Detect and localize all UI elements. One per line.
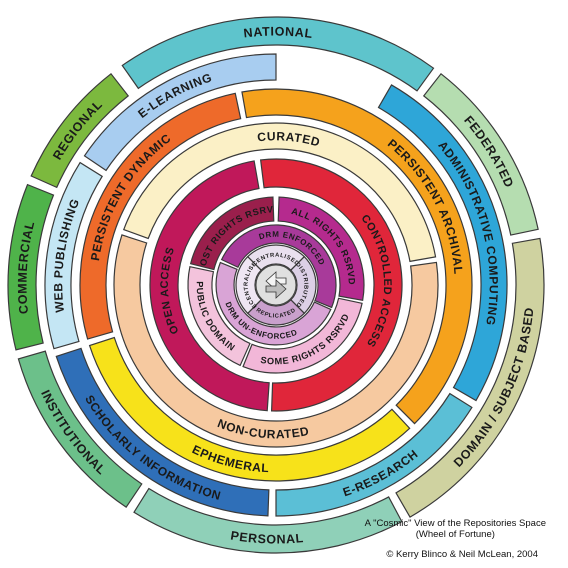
segment-decentralised bbox=[235, 255, 262, 315]
segment-some-rights-rsrvd bbox=[242, 297, 363, 374]
segment-institutional bbox=[17, 350, 143, 509]
segment-e-research bbox=[275, 392, 473, 517]
segment-open-access bbox=[149, 160, 270, 412]
segment-scholarly-information bbox=[55, 347, 270, 517]
segment-ephemeral bbox=[88, 336, 411, 482]
caption-copyright: © Kerry Blinco & Neil McLean, 2004 bbox=[386, 549, 538, 560]
segment-regional bbox=[30, 72, 130, 189]
segment-controlled-access bbox=[259, 158, 403, 412]
segment-national bbox=[121, 16, 435, 92]
label-personal: PERSONAL bbox=[230, 529, 305, 547]
segment-administrative-computing bbox=[377, 84, 508, 402]
caption-title-line2: (Wheel of Fortune) bbox=[415, 529, 495, 540]
caption-title-line1: A "Cosmic" View of the Repositories Spac… bbox=[364, 518, 546, 529]
segment-personal bbox=[133, 487, 403, 554]
segment-curated bbox=[123, 122, 437, 263]
segment-persistent-archival bbox=[241, 88, 473, 425]
segment-commercial bbox=[7, 183, 55, 351]
caption-title: A "Cosmic" View of the Repositories Spac… bbox=[365, 518, 546, 540]
segment-web-publishing bbox=[44, 161, 103, 350]
segment-all-rights-rsrvd bbox=[277, 196, 365, 301]
segment-drm-un-enforced bbox=[215, 261, 332, 346]
segment-drm-enforced bbox=[220, 224, 337, 309]
segment-non-curated bbox=[113, 234, 439, 448]
segment-e-learning bbox=[83, 53, 277, 172]
segment-federated bbox=[422, 72, 539, 236]
label-national: NATIONAL bbox=[243, 24, 314, 41]
center-icon bbox=[255, 264, 297, 306]
segment-most-rights-rsrvd bbox=[189, 196, 275, 271]
segment-public-domain bbox=[187, 265, 251, 367]
segment-persistent-dynamic bbox=[79, 92, 242, 340]
segment-domain-subject-based bbox=[395, 237, 545, 518]
